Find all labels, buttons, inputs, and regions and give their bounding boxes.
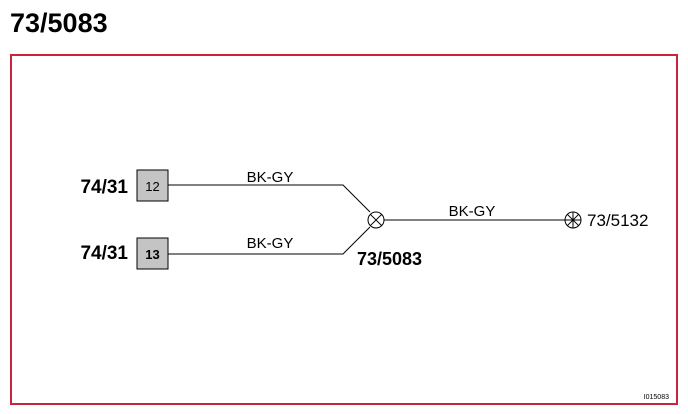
wire-label-3: BK-GY [449,203,496,220]
pin-number-2: 13 [145,247,159,262]
figure-id: I015083 [644,394,669,401]
wire-label-1: BK-GY [247,169,294,186]
page-title: 73/5083 [10,8,108,38]
wire-1 [168,184,371,213]
pin-number-1: 12 [145,179,159,194]
splice-icon [367,211,385,229]
ground-point-icon [564,211,582,229]
pin-box-1 [136,169,169,202]
ground-label: 73/5132 [587,211,648,230]
splice-label: 73/5083 [357,249,422,269]
pin-box-2 [136,237,169,270]
connector-label-1: 74/31 [80,177,128,198]
connector-label-2: 74/31 [80,243,128,264]
wire-2 [168,226,371,255]
wire-label-2: BK-GY [247,235,294,252]
diagram-frame [10,54,678,405]
